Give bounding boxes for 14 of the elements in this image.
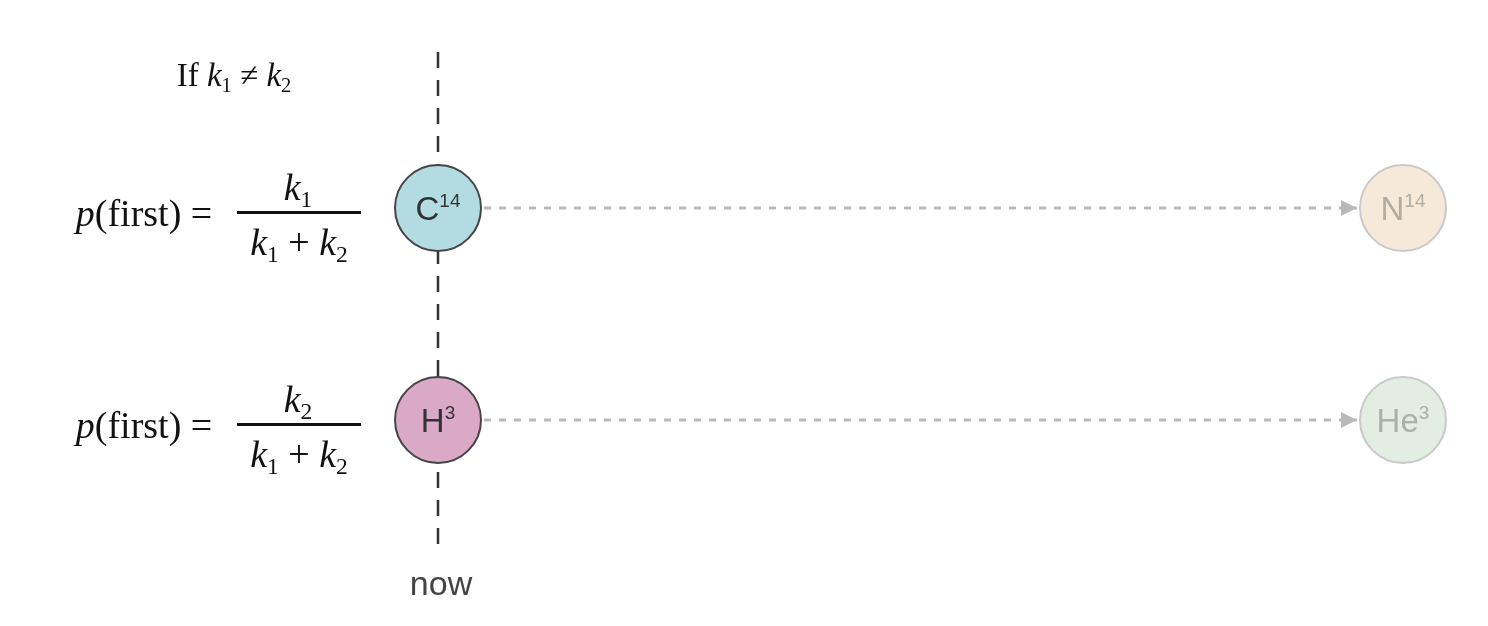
arrow <box>484 412 1357 428</box>
isotope-label: He$^{3}$ <box>1376 403 1430 437</box>
fraction-denominator: k$_{1}$ + k$_{2}$ <box>250 435 348 475</box>
condition-text: If k$_{1}$ ≠ k$_{2}$ <box>176 57 292 93</box>
fraction-denominator: k$_{1}$ + k$_{2}$ <box>250 223 348 263</box>
fraction-numerator: k$_{1}$ <box>283 168 313 208</box>
formula-text: p(first) = <box>75 406 213 446</box>
formula-text: p(first) = <box>75 194 213 234</box>
now-label: now <box>409 566 473 602</box>
isotope-label: H$^{3}$ <box>420 403 456 437</box>
fraction-numerator: k$_{2}$ <box>283 380 313 420</box>
arrow <box>484 200 1357 216</box>
isotope-label: N$^{14}$ <box>1380 191 1426 225</box>
isotope-label: C$^{14}$ <box>415 191 461 225</box>
